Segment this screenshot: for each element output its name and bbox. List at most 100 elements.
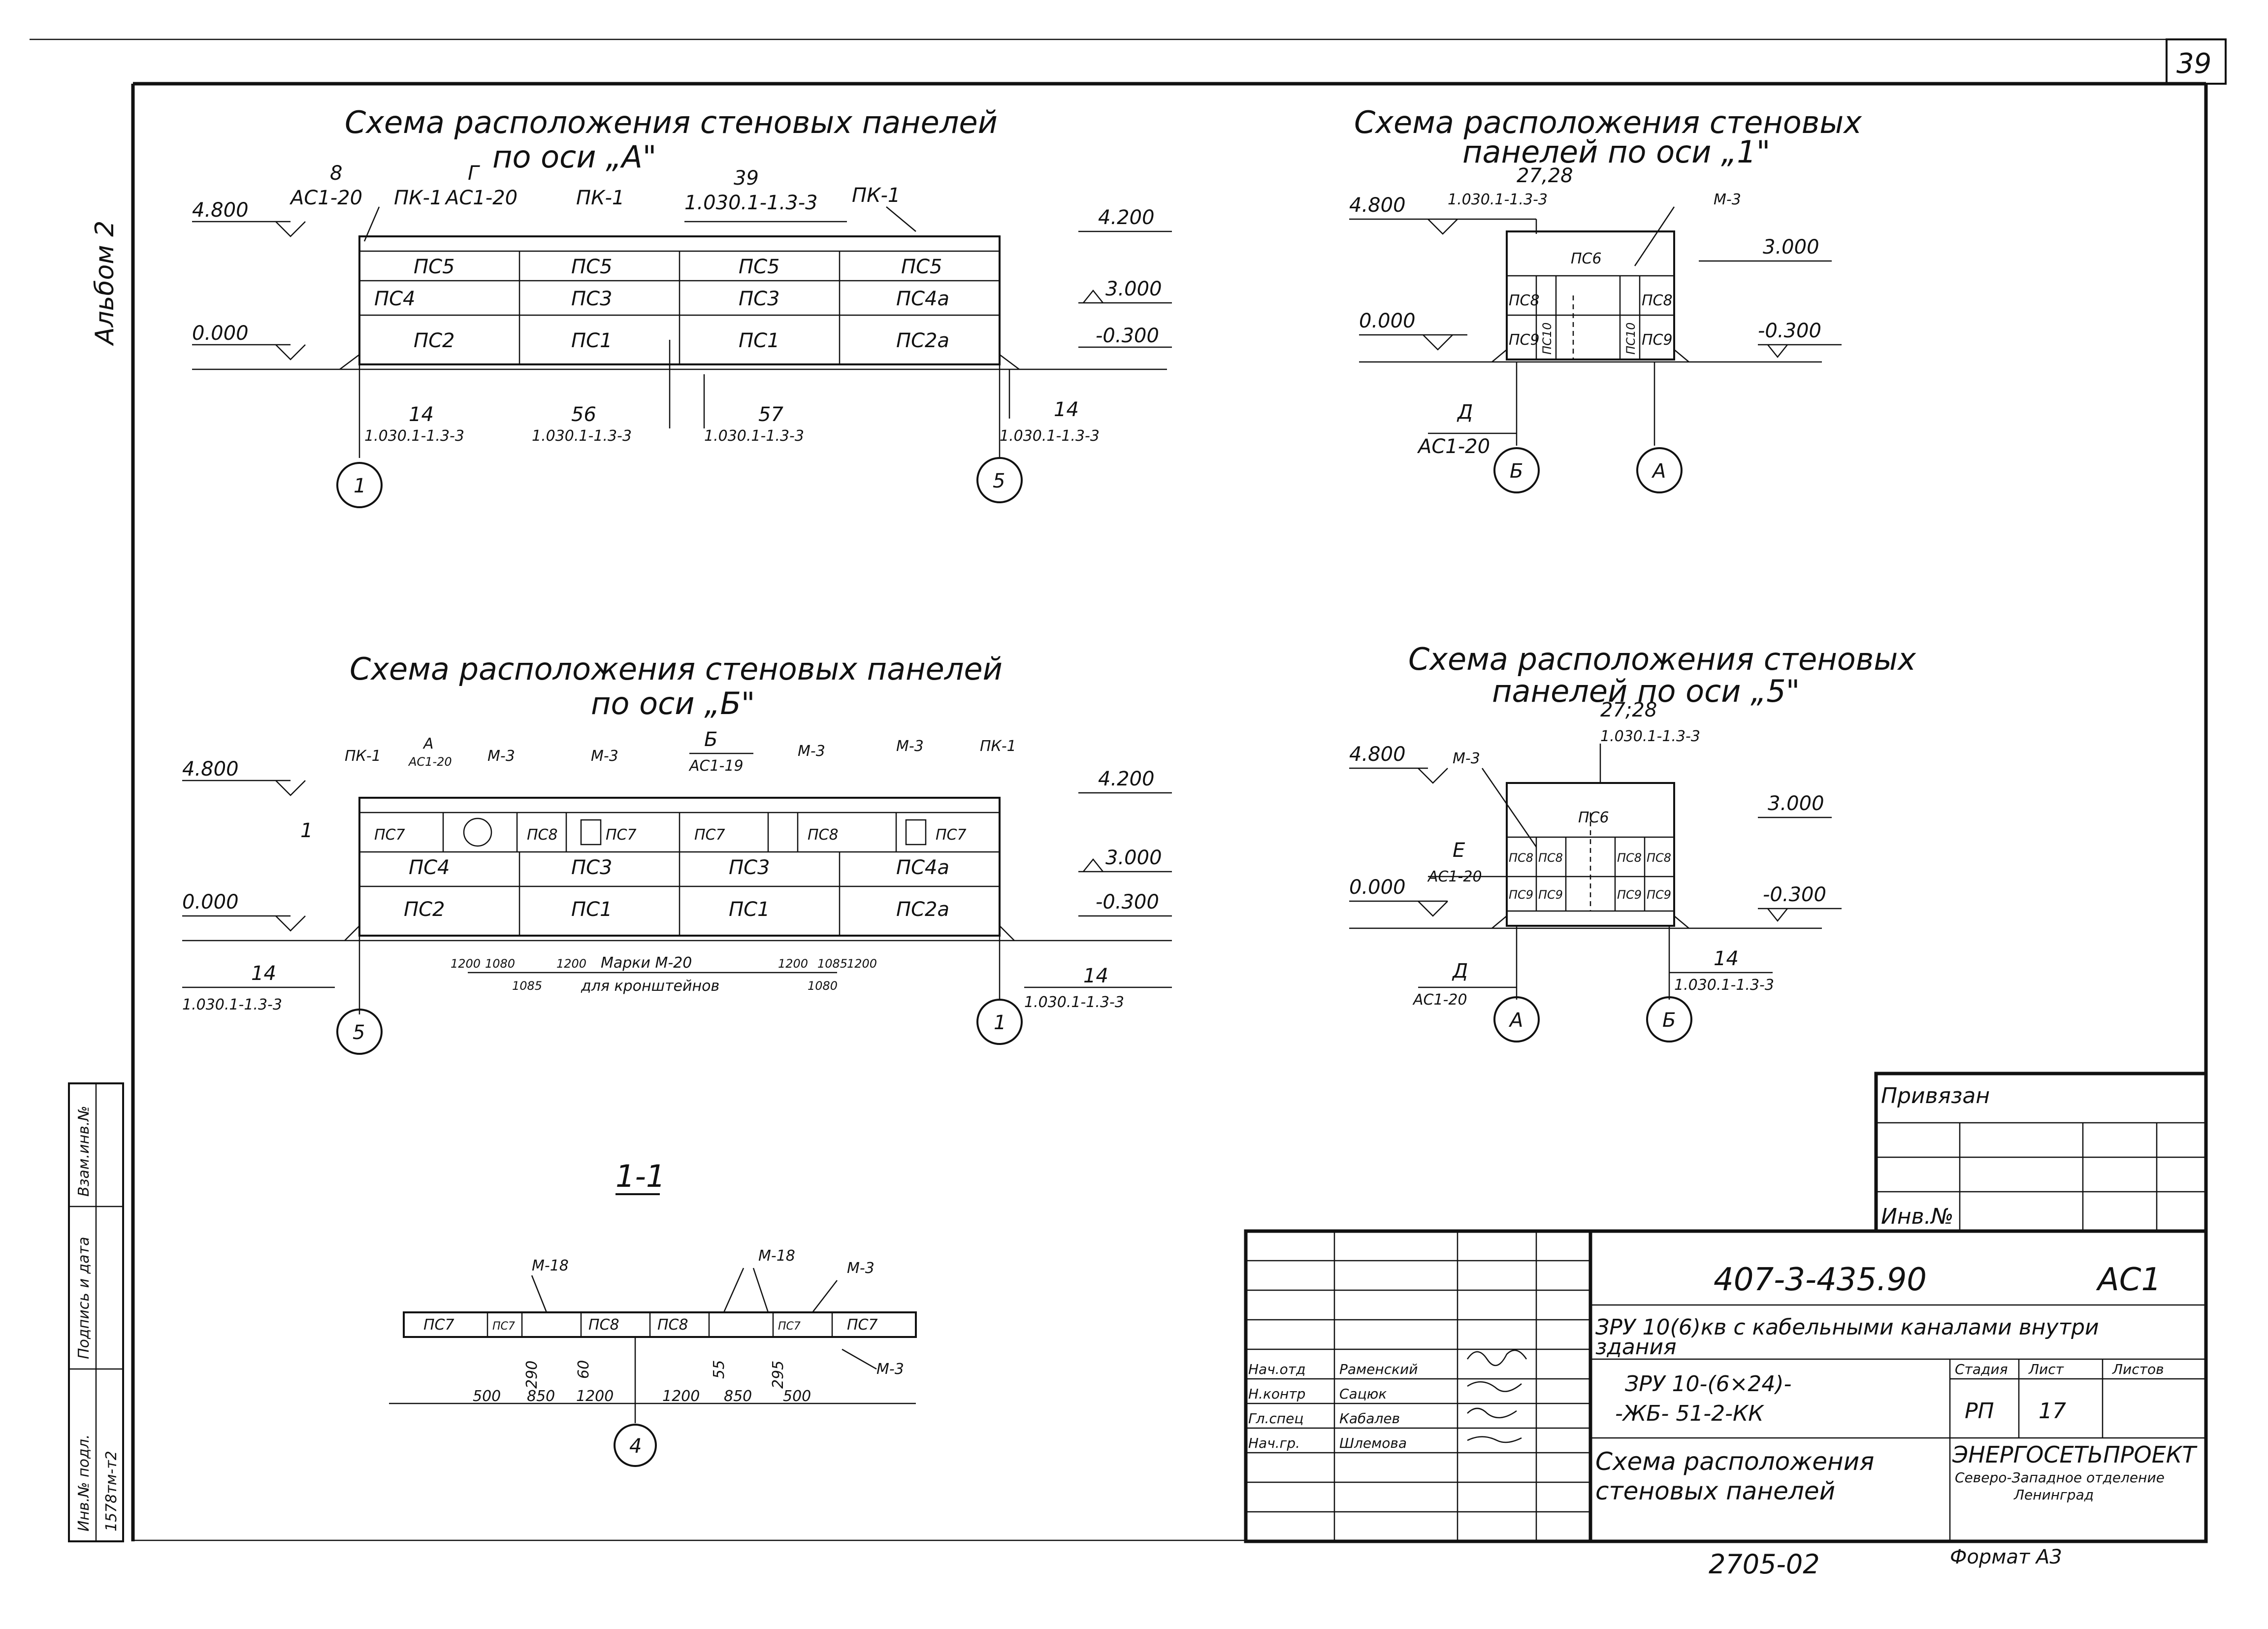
db-rt-4: ПС7 <box>694 826 725 844</box>
d1-l1: ПС9 <box>1509 331 1540 349</box>
d5-cl-0: ПС9 <box>1509 888 1533 902</box>
d5-bot-ref-sub: АС1-20 <box>1412 991 1467 1009</box>
db-elev-r-low: -0.300 <box>1096 891 1159 913</box>
da-top-5: ПК-1 <box>852 184 900 207</box>
sec-p-5: ПС7 <box>847 1316 878 1334</box>
tb-name-2: Кабалев <box>1339 1410 1400 1427</box>
d1-r1: ПС9 <box>1642 331 1673 349</box>
stamp-row-1: Взам.инв.№ <box>75 1106 93 1197</box>
d1-ref-sub: 1.030.1-1.3-3 <box>1448 191 1548 208</box>
db-rt-0: ПС7 <box>374 826 405 844</box>
tb-sheets-h: Листов <box>2112 1361 2164 1377</box>
da-r0-2: ПС5 <box>739 256 779 278</box>
diagram-axis-b: Схема расположения стеновых панелей по о… <box>182 651 1172 1055</box>
db-rl-0: ПС2 <box>404 898 445 921</box>
d5-elev-mid: 3.000 <box>1768 792 1824 815</box>
tb-org-1: ЭНЕРГОСЕТЬПРОЕКТ <box>1952 1441 2198 1468</box>
d1-axis-b: Б <box>1510 460 1523 483</box>
diagram-axis-a: Схема расположения стеновых панелей по о… <box>192 104 1172 508</box>
tb-dtitle-1: Схема расположения <box>1595 1447 1874 1476</box>
db-elev-r-mid: 3.000 <box>1105 847 1162 869</box>
db-top-1: А <box>422 735 434 752</box>
db-note: Марки М-20 <box>601 954 692 972</box>
da-axis-1: 1 <box>354 475 366 497</box>
album-label: Альбом 2 <box>90 221 120 346</box>
left-stamp <box>68 1082 124 1542</box>
d5-ct-2: ПС8 <box>1617 851 1642 865</box>
tb-dtitle-2: стеновых панелей <box>1595 1477 1835 1505</box>
db-rt-2: ПС8 <box>527 826 558 844</box>
db-elev-top: 4.800 <box>182 758 239 781</box>
da-axis-5: 5 <box>993 470 1005 492</box>
tb-role-3: Нач.гр. <box>1248 1435 1300 1451</box>
sec-d-5: 500 <box>783 1388 811 1405</box>
title-block <box>1244 1072 2208 1543</box>
sec-d-1: 850 <box>527 1388 555 1405</box>
db-top-2: АС1-20 <box>408 755 452 769</box>
db-bot-l: 14 <box>251 962 276 985</box>
sec-p-3: ПС8 <box>657 1316 688 1334</box>
sec-p-1: ПС7 <box>492 1320 515 1333</box>
tb-copy-no: 2705-02 <box>1709 1549 1820 1580</box>
da-bot-2-sub: 1.030.1-1.3-3 <box>704 427 804 445</box>
da-bot-2: 57 <box>758 403 783 426</box>
d1-axis-a: А <box>1651 460 1666 483</box>
sec-lbl-2: М-3 <box>847 1260 875 1277</box>
da-top-3: ПК-1 <box>576 187 624 209</box>
d5-ct-0: ПС8 <box>1509 851 1533 865</box>
db-rt-7: ПС7 <box>936 826 967 844</box>
sec-v-2: 55 <box>711 1360 728 1379</box>
da-top-0: 8 <box>330 162 342 185</box>
d1-l0: ПС8 <box>1509 292 1540 309</box>
db-rm-2: ПС3 <box>729 856 770 879</box>
db-rt-3: ПС7 <box>606 826 637 844</box>
tb-name-0: Раменский <box>1339 1361 1418 1377</box>
db-note2: для кронштейнов <box>581 977 719 995</box>
d5-left-ref-sub: АС1-20 <box>1427 868 1482 885</box>
db-top-7: М-3 <box>798 743 825 760</box>
sec-v-3: 295 <box>770 1361 787 1389</box>
db-section-mark: 1 <box>300 819 313 842</box>
db-top-4: М-3 <box>591 748 618 765</box>
section-title: 1-1 <box>616 1158 665 1194</box>
db-bot-r-sub: 1.030.1-1.3-3 <box>1024 994 1124 1011</box>
db-elev-zero: 0.000 <box>182 891 239 913</box>
db-rl-2: ПС1 <box>729 898 770 921</box>
db-dim-2: 1085 <box>512 979 542 993</box>
db-rl-1: ПС1 <box>571 898 612 921</box>
stamp-row-3: Инв.№ подл. <box>75 1434 93 1531</box>
da-r2-2: ПС1 <box>739 329 779 352</box>
d5-bot-r: 14 <box>1714 947 1739 970</box>
db-dim-3: 1200 <box>556 957 586 971</box>
diagram-5-title-2: панелей по оси „5" <box>1492 673 1800 709</box>
d1-ref: 27,28 <box>1517 164 1573 187</box>
diagram-a-title-1: Схема расположения стеновых панелей <box>345 104 998 140</box>
d5-elev-zero: 0.000 <box>1349 876 1406 899</box>
db-dim-1: 1080 <box>485 957 515 971</box>
da-r1-3: ПС4а <box>896 288 949 310</box>
da-top-4: 39 <box>734 167 759 190</box>
stamp-row-2: Подпись и дата <box>75 1237 93 1360</box>
da-top-1: ПК-1 <box>394 187 442 209</box>
tb-sheet: 17 <box>2039 1399 2066 1424</box>
d1-elev-mid: 3.000 <box>1763 236 1819 259</box>
sec-d-4: 850 <box>724 1388 752 1405</box>
sec-axis: 4 <box>629 1435 642 1458</box>
da-r1-1: ПС3 <box>571 288 612 310</box>
tb-privyazan: Привязан <box>1881 1083 1990 1108</box>
tb-org-2: Северо-Западное отделение <box>1955 1469 2165 1486</box>
sec-lbl-1: М-18 <box>758 1247 795 1265</box>
db-rt-6: ПС8 <box>808 826 839 844</box>
da-bot-0: 14 <box>409 403 434 426</box>
tb-code: 407-3-435.90 <box>1714 1262 1927 1298</box>
d5-top-panel: ПС6 <box>1578 809 1609 826</box>
db-top-6: АС1-19 <box>688 757 744 775</box>
da-r1-2: ПС3 <box>739 288 779 310</box>
db-rl-3: ПС2а <box>896 898 949 921</box>
sec-lbl-r: М-3 <box>876 1361 904 1378</box>
tb-role-1: Н.контр <box>1248 1386 1305 1402</box>
db-top-8: М-3 <box>896 738 924 755</box>
sec-v-1: 60 <box>575 1360 592 1379</box>
d5-ct-1: ПС8 <box>1538 851 1563 865</box>
